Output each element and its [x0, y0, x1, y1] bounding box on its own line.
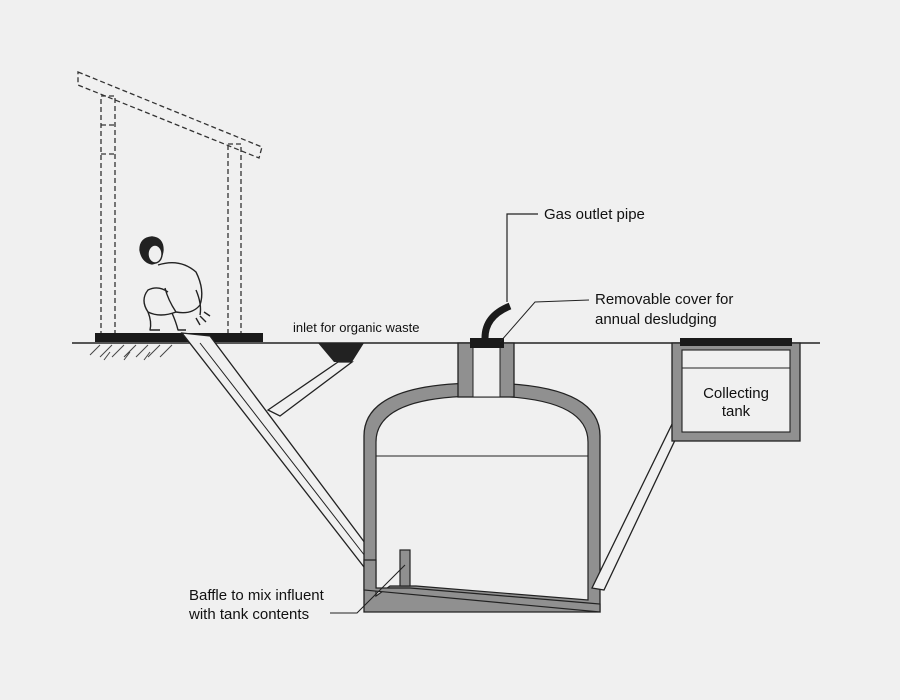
soil-hatching	[89, 344, 173, 361]
label-baffle-1: Baffle to mix influent	[189, 587, 325, 604]
squatting-person-figure	[139, 236, 211, 331]
shelter-post-right	[227, 143, 242, 335]
collecting-tank-cover	[680, 338, 792, 346]
digester-tank	[363, 382, 601, 613]
baffle	[399, 549, 411, 587]
gas-outlet-leader	[506, 213, 538, 302]
baffle-leader	[330, 564, 406, 614]
manhole-neck	[457, 342, 515, 398]
label-removable-cover-1: Removable cover for	[595, 291, 733, 308]
collecting-tank	[671, 338, 801, 442]
gas-outlet-pipe	[481, 302, 512, 339]
outlet-pipe	[591, 415, 687, 591]
removable-cover	[470, 338, 504, 348]
organic-waste-inlet	[266, 343, 364, 417]
label-collecting-tank-2: tank	[722, 403, 751, 420]
label-gas-outlet: Gas outlet pipe	[544, 206, 645, 223]
label-collecting-tank-1: Collecting	[703, 385, 769, 402]
shelter-roof	[77, 71, 263, 159]
latrine-shelter	[77, 71, 263, 335]
label-baffle-2: with tank contents	[188, 606, 309, 623]
label-removable-cover-2: annual desludging	[595, 311, 717, 328]
cover-leader	[499, 299, 590, 343]
inlet-pipe	[180, 332, 382, 568]
shelter-post-left	[100, 95, 116, 335]
label-inlet: inlet for organic waste	[293, 320, 419, 335]
squat-slab	[95, 333, 263, 342]
